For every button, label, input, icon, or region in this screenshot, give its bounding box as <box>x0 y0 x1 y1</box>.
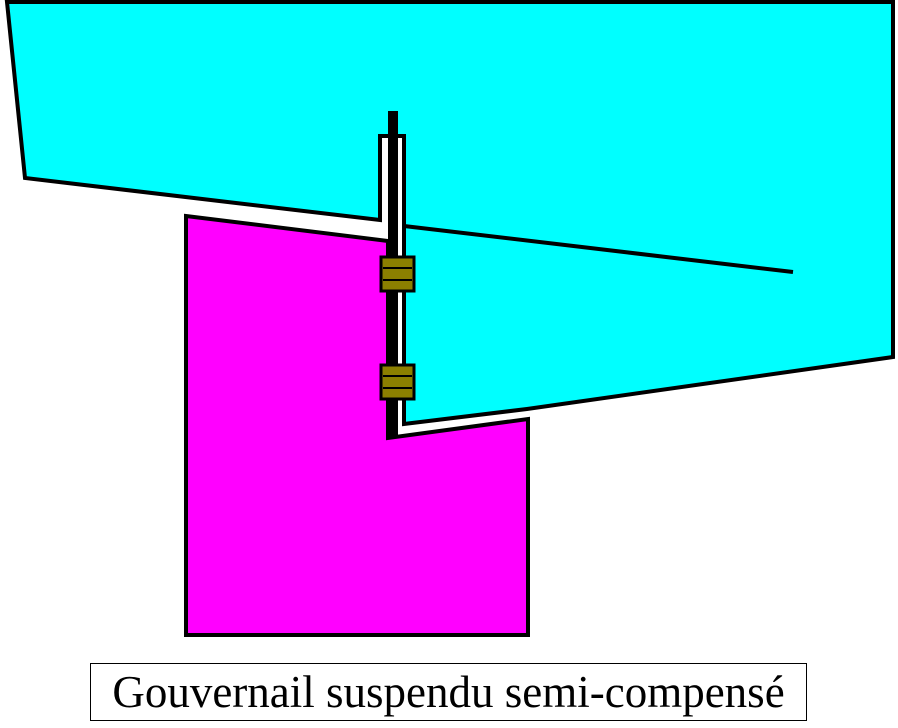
upper-bearing <box>379 255 416 293</box>
caption-text: Gouvernail suspendu semi-compensé <box>112 666 785 717</box>
hull-shape <box>4 0 895 427</box>
caption-box: Gouvernail suspendu semi-compensé <box>90 663 807 721</box>
lower-bearing <box>379 363 416 401</box>
hull-keel-line <box>403 224 794 274</box>
